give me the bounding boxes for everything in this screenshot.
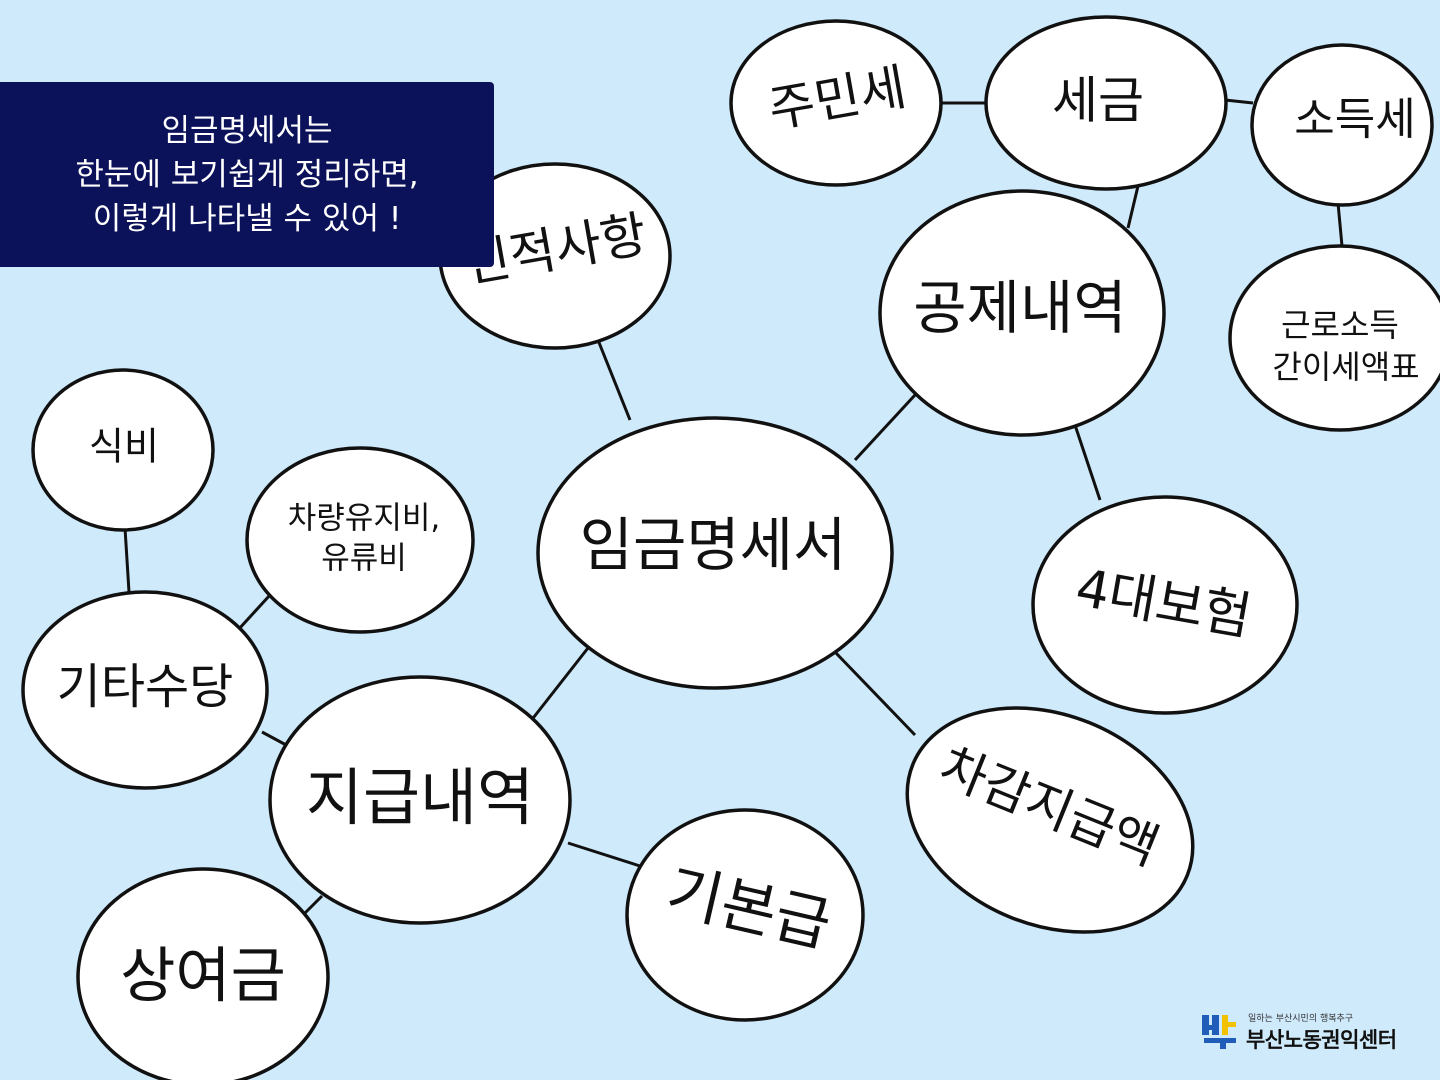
- caption-line-1: 임금명세서는: [161, 112, 333, 149]
- caption-line-3: 이렇게 나타낼 수 있어 !: [92, 200, 402, 237]
- edge-other-meal: [123, 527, 131, 593]
- logo-name: 부산노동권익센터: [1246, 1028, 1397, 1052]
- label-income-tax: 소득세: [1294, 94, 1415, 145]
- node-bonus: [76, 867, 330, 1080]
- edge-center-payment: [528, 647, 590, 723]
- edge-income-table: [1336, 202, 1344, 247]
- node-resident-tax: [729, 19, 943, 187]
- node-deductions: [878, 189, 1166, 437]
- label-other-allowance: 기타수당: [57, 659, 234, 715]
- node-payment: [268, 675, 572, 925]
- label-meal: 식비: [89, 425, 159, 469]
- edge-tax-income: [1224, 98, 1254, 105]
- edge-payment-other: [261, 730, 289, 748]
- caption-box: 임금명세서는 한눈에 보기쉽게 정리하면, 이렇게 나타낼 수 있어 !: [0, 82, 494, 267]
- label-bonus: 상여금: [120, 942, 286, 1012]
- connectors: [123, 98, 1344, 920]
- node-car-fuel: [245, 446, 475, 634]
- edge-center-netpay: [833, 650, 917, 737]
- label-car-fuel-1: 차량유지비,: [288, 501, 440, 537]
- edge-deductions-insurance: [1073, 424, 1102, 501]
- node-meal: [31, 368, 215, 532]
- edge-deductions-tax: [1126, 185, 1140, 229]
- node-center: [536, 416, 894, 690]
- logo-tagline: 일하는 부산시민의 행복추구: [1248, 1014, 1354, 1024]
- node-tax-table: [1228, 244, 1440, 432]
- label-car-fuel-2: 유류비: [321, 541, 407, 577]
- label-tax-table-2: 간이세액표: [1272, 348, 1419, 386]
- caption-line-2: 한눈에 보기쉽게 정리하면,: [75, 156, 419, 193]
- edge-payment-base: [567, 841, 641, 868]
- edge-other-car: [236, 593, 272, 632]
- node-income-tax: [1250, 43, 1434, 207]
- label-deductions: 공제내역: [913, 274, 1126, 342]
- node-other-allowance: [21, 590, 269, 790]
- label-tax: 세금: [1052, 72, 1144, 130]
- label-payment: 지급내역: [306, 761, 534, 834]
- organization-logo: 일하는 부산시민의 행복추구 부산노동권익센터: [1200, 1010, 1430, 1054]
- node-tax: [984, 15, 1228, 191]
- edge-center-personal: [596, 339, 632, 421]
- label-center: 임금명세서: [580, 511, 847, 579]
- node-net-pay: [905, 706, 1195, 934]
- edge-center-deductions: [853, 393, 917, 462]
- node-base-pay: [625, 808, 865, 1022]
- logo-mark-icon: [1202, 1015, 1236, 1049]
- node-insurance: [1031, 495, 1299, 715]
- label-tax-table-1: 근로소득: [1281, 306, 1399, 344]
